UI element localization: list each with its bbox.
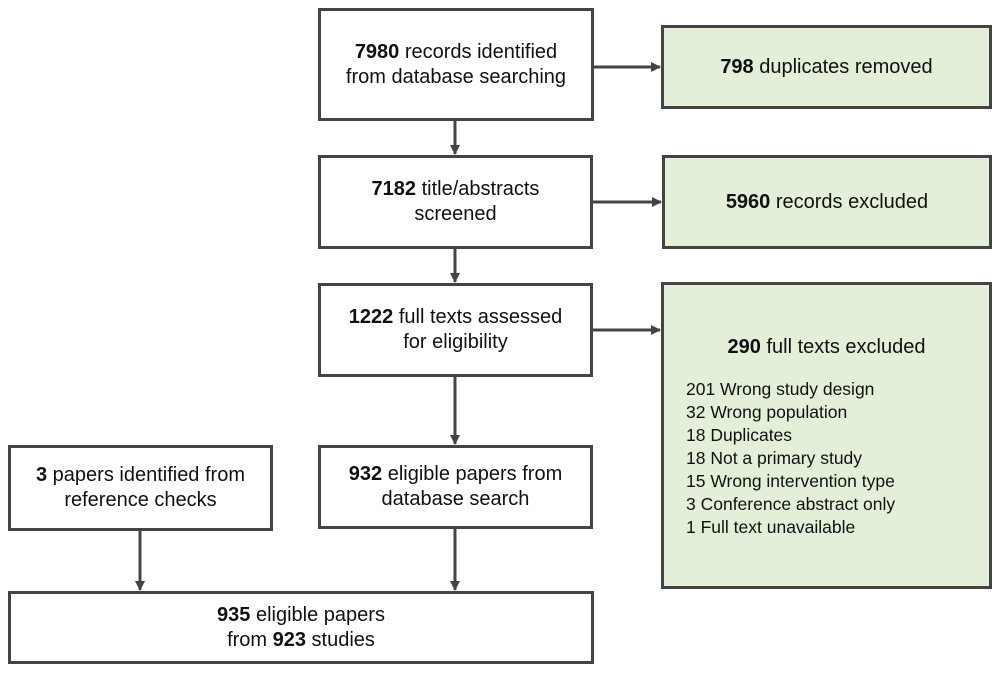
- label: eligible papers from: [382, 463, 563, 485]
- count: 798: [720, 55, 754, 78]
- box-line: 5960 records excluded: [726, 190, 928, 215]
- box-line: 935 eligible papers: [217, 603, 385, 628]
- label: studies: [306, 628, 375, 651]
- box-line: for eligibility: [403, 331, 508, 353]
- full-texts-assessed-box: 1222 full texts assessed for eligibility: [318, 283, 593, 377]
- label: title/abstracts: [416, 178, 540, 200]
- count: 7182: [371, 178, 417, 200]
- box-line: screened: [414, 203, 497, 225]
- label: duplicates removed: [753, 55, 933, 78]
- box-line: reference checks: [64, 489, 217, 511]
- duplicates-removed-box: 798 duplicates removed: [661, 25, 992, 109]
- eligible-database-box: 932 eligible papers from database search: [318, 445, 593, 529]
- box-line: 3 papers identified from: [36, 463, 245, 488]
- label: papers identified from: [47, 464, 245, 486]
- exclusion-reason: 1 Full text unavailable: [686, 517, 856, 537]
- exclusion-reason: 201 Wrong study design: [686, 379, 875, 399]
- count: 1222: [348, 306, 394, 328]
- box-line: 932 eligible papers from: [349, 462, 562, 487]
- count: 7980: [354, 40, 400, 63]
- exclusion-reason: 3 Conference abstract only: [686, 494, 896, 514]
- records-excluded-box: 5960 records excluded: [662, 155, 992, 249]
- label: full texts excluded: [760, 336, 926, 358]
- box-line: from database searching: [345, 65, 567, 88]
- study-count: 923: [272, 628, 306, 651]
- label: full texts assessed: [393, 306, 563, 328]
- exclusion-reason: 18 Duplicates: [686, 425, 793, 445]
- label: eligible papers: [250, 603, 385, 626]
- box-line: 798 duplicates removed: [720, 55, 932, 80]
- count: 5960: [725, 190, 771, 213]
- box-line: 7980 records identified: [355, 40, 557, 65]
- screened-box: 7182 title/abstracts screened: [318, 155, 593, 249]
- exclusion-reason: 18 Not a primary study: [686, 448, 863, 468]
- box-line: from 923 studies: [227, 628, 375, 653]
- count: 935: [217, 603, 251, 626]
- count: 3: [35, 464, 48, 486]
- full-texts-excluded-box: 290 full texts excluded 201 Wrong study …: [661, 282, 992, 589]
- reference-checks-box: 3 papers identified from reference check…: [8, 445, 273, 531]
- box-line: 7182 title/abstracts: [372, 177, 540, 202]
- box-line: database search: [381, 488, 530, 510]
- count: 290: [727, 336, 761, 358]
- exclusion-reason: 15 Wrong intervention type: [686, 471, 895, 491]
- label: records excluded: [770, 190, 929, 213]
- final-eligible-box: 935 eligible papers from 923 studies: [8, 591, 594, 664]
- box-line: 290 full texts excluded: [728, 335, 926, 360]
- records-identified-box: 7980 records identified from database se…: [318, 8, 594, 121]
- count: 932: [348, 463, 383, 485]
- label: records identified: [399, 40, 558, 63]
- label: from: [227, 628, 273, 651]
- box-line: 1222 full texts assessed: [349, 305, 562, 330]
- exclusion-reasons-list: 201 Wrong study design 32 Wrong populati…: [686, 378, 895, 539]
- exclusion-reason: 32 Wrong population: [686, 402, 848, 422]
